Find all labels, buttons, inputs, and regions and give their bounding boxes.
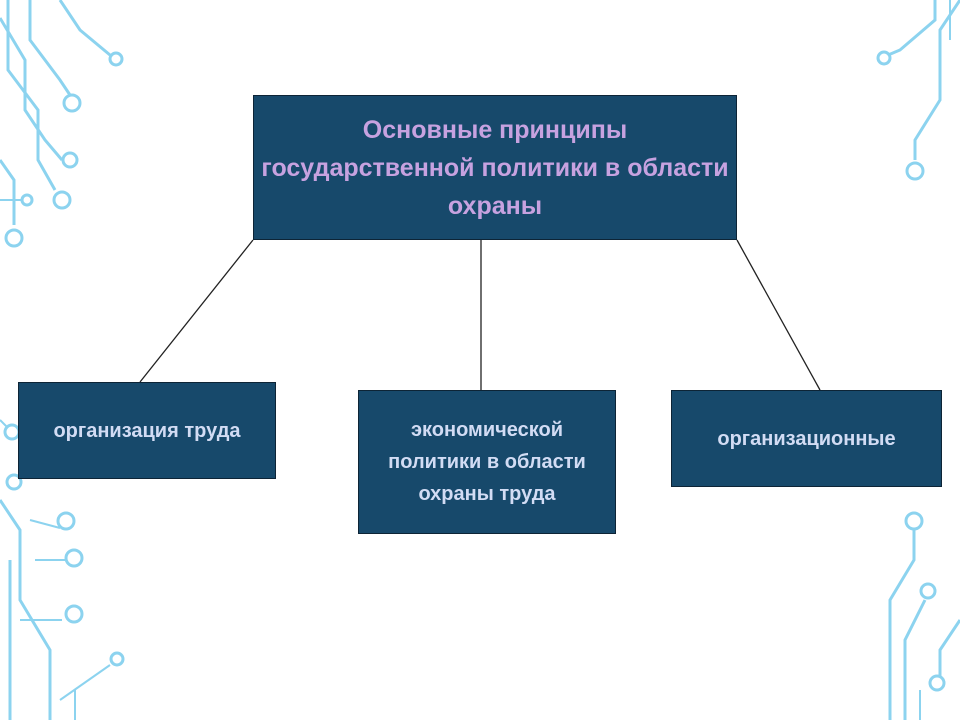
connector-line-left — [139, 239, 254, 383]
child-node-economic-policy: экономической политики в области охраны … — [358, 390, 616, 534]
circuit-decoration-right — [876, 0, 960, 720]
child-node-label: организация труда — [53, 419, 241, 442]
circuit-decoration-left — [0, 0, 125, 720]
connector-line-right — [736, 239, 821, 391]
child-node-organizational: организационные — [671, 390, 942, 487]
child-node-label: экономической политики в области охраны … — [388, 419, 586, 505]
root-node: Основные принципы государственной полити… — [253, 95, 737, 240]
child-node-work-organization: организация труда — [18, 382, 276, 479]
root-node-label: Основные принципы государственной полити… — [261, 115, 729, 220]
child-node-label: организационные — [717, 427, 896, 450]
